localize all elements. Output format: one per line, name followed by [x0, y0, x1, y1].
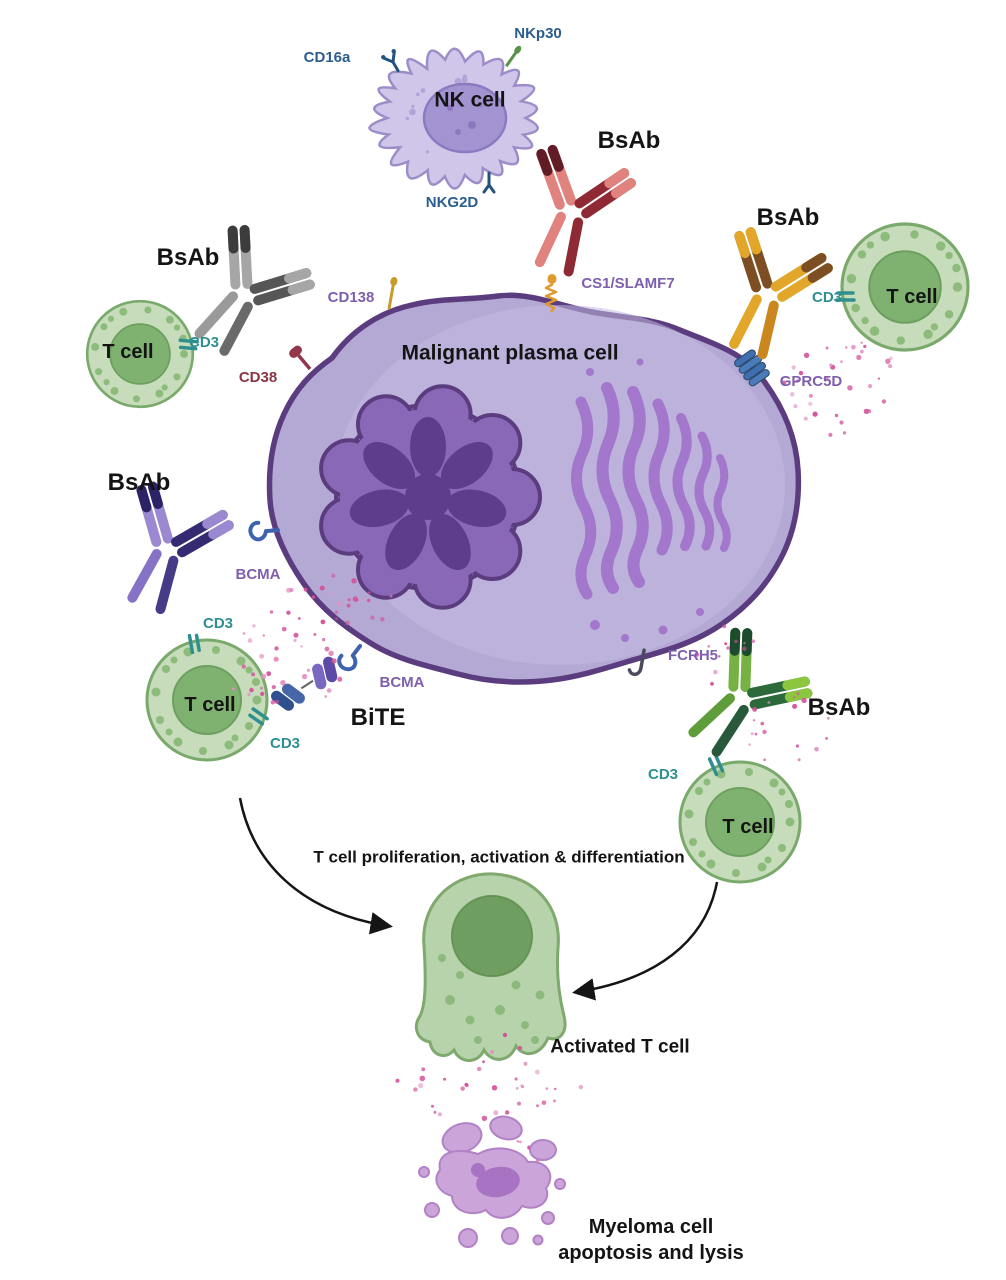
- nkp30-receptor: [502, 42, 525, 70]
- fcrh5-label: FCRH5: [667, 646, 719, 664]
- t-cell-right-label: T cell: [886, 286, 938, 308]
- t-cell-left-label: T cell: [184, 694, 236, 716]
- apoptosis-label-line2: apoptosis and lysis: [558, 1242, 744, 1264]
- activated-t-cell-nucleus: [451, 895, 533, 977]
- plasma-cell-nucleus: [319, 384, 542, 610]
- cd16a-label: CD16a: [303, 48, 351, 66]
- cd3-top-left-label: CD3: [188, 333, 220, 351]
- golgi-apparatus: [571, 358, 731, 642]
- nk-cell-label: NK cell: [434, 88, 506, 112]
- flow-arrows: [238, 797, 719, 1001]
- nkg2d-label: NKG2D: [425, 193, 479, 211]
- bcma-receptor-bite: [334, 638, 368, 675]
- cd38-receptor: [285, 342, 318, 376]
- t-cell-top-left-label: T cell: [102, 341, 154, 363]
- nucleus-flower: [349, 417, 507, 571]
- bsab-cs1-label: BsAb: [597, 126, 661, 154]
- bsab-cs1-antibody: [501, 138, 643, 289]
- bcma-membrane-label: BCMA: [235, 565, 281, 583]
- bsab-gprc5d-label: BsAb: [756, 203, 820, 231]
- cd38-label: CD38: [238, 368, 278, 386]
- arrow-left-to-activated: [238, 797, 393, 935]
- proliferation-text: T cell proliferation, activation & diffe…: [313, 847, 685, 867]
- t-cell-bottom-right-label: T cell: [722, 816, 774, 838]
- activated-t-cell-label: Activated T cell: [550, 1036, 690, 1058]
- cs1-slamf7-label: CS1/SLAMF7: [581, 274, 675, 292]
- nk-cell: [368, 42, 539, 194]
- bsab-cd38-label: BsAb: [156, 243, 220, 271]
- plasma-cell-label: Malignant plasma cell: [401, 341, 619, 365]
- bsab-bcma-antibody: [94, 474, 241, 629]
- cd3-left-label: CD3: [202, 614, 234, 632]
- arrow-right-to-activated: [572, 881, 719, 1001]
- cd138-label: CD138: [327, 288, 375, 306]
- nkg2d-receptor: [482, 171, 496, 194]
- apoptosis-label-line1: Myeloma cell: [588, 1216, 714, 1238]
- gprc5d-label: GPRC5D: [779, 372, 843, 390]
- cd138-receptor: [384, 274, 400, 312]
- cd3-right-label: CD3: [811, 288, 843, 306]
- malignant-plasma-cell: [247, 272, 802, 685]
- nkp30-label: NKp30: [514, 24, 562, 42]
- bite-label: BiTE: [350, 703, 406, 731]
- bsab-fcrh5-label: BsAb: [807, 693, 871, 721]
- nk-nucleus: [422, 82, 508, 154]
- cd3-bite-label: CD3: [269, 734, 301, 752]
- cytokine-granule-dots: [232, 341, 893, 1203]
- activated-t-cell: [414, 872, 567, 1062]
- bsab-bcma-label: BsAb: [107, 468, 171, 496]
- bcma-bite-label: BCMA: [379, 673, 425, 691]
- myeloma-apoptosis: [418, 1115, 566, 1248]
- cd3-bottom-right-label: CD3: [647, 765, 679, 783]
